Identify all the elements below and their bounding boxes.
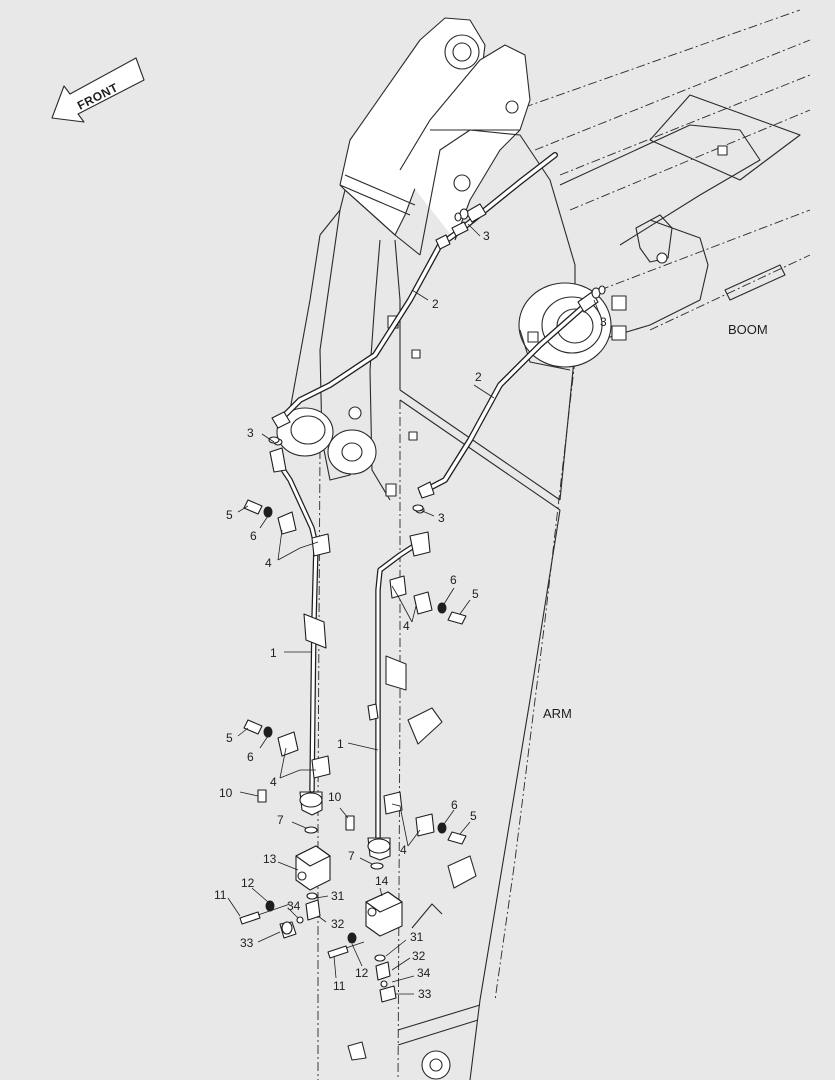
callout-32-left: 32 — [331, 917, 345, 931]
callout-34-right: 34 — [417, 966, 431, 980]
callout-6-right-upper: 6 — [450, 573, 457, 587]
boom-label: BOOM — [728, 322, 768, 337]
callout-4-left-upper: 4 — [265, 556, 272, 570]
callout-6-right-lower: 6 — [451, 798, 458, 812]
callout-3-upper: 3 — [483, 229, 490, 243]
callout-3-right: 3 — [438, 511, 445, 525]
callout-1-left: 1 — [270, 646, 277, 660]
callout-4-right-upper: 4 — [403, 619, 410, 633]
bolts-washers — [243, 499, 467, 845]
valve-block-13 — [295, 845, 331, 891]
callout-31-left: 31 — [331, 889, 345, 903]
callout-11-left: 11 — [214, 888, 227, 902]
clamps — [277, 511, 435, 837]
front-arrow: FRONT — [51, 57, 145, 123]
callout-10-right: 10 — [328, 790, 342, 804]
callout-labels: 1 1 2 2 3 3 3 3 4 4 4 4 5 5 5 5 6 6 6 6 … — [214, 229, 607, 1001]
callout-7-right: 7 — [348, 849, 355, 863]
callout-1-right: 1 — [337, 737, 344, 751]
callout-5-left-upper: 5 — [226, 508, 233, 522]
fittings-lower — [279, 892, 397, 1003]
callout-12-left: 12 — [241, 876, 255, 890]
callout-2-right: 2 — [475, 370, 482, 384]
long-bolts — [239, 900, 365, 959]
callout-4-left-lower: 4 — [270, 775, 277, 789]
callout-13: 13 — [263, 852, 277, 866]
callout-7-left: 7 — [277, 813, 284, 827]
pipe-right — [367, 506, 431, 861]
hose-fittings — [271, 203, 606, 499]
callout-12-right: 12 — [355, 966, 369, 980]
callout-5-left-lower: 5 — [226, 731, 233, 745]
callout-14: 14 — [375, 874, 389, 888]
callout-33-right: 33 — [418, 987, 432, 1001]
callout-32-right: 32 — [412, 949, 426, 963]
callout-3-boom: 3 — [600, 315, 607, 329]
callout-6-left-lower: 6 — [247, 750, 254, 764]
o-rings — [268, 436, 424, 870]
hose-left — [277, 152, 558, 423]
callout-33-left: 33 — [240, 936, 254, 950]
hose-right — [419, 305, 585, 495]
callout-3-left: 3 — [247, 426, 254, 440]
callout-31-right: 31 — [410, 930, 424, 944]
callout-4-right-lower: 4 — [400, 843, 407, 857]
boom-structure — [459, 9, 811, 341]
leader-lines — [227, 223, 601, 995]
callout-5-right-upper: 5 — [472, 587, 479, 601]
callout-11-right: 11 — [333, 979, 346, 993]
arm-structure — [276, 17, 627, 1080]
callout-10-left: 10 — [219, 786, 233, 800]
callout-34-left: 34 — [287, 899, 301, 913]
arm-label: ARM — [543, 706, 572, 721]
valve-block-14 — [365, 891, 403, 937]
callout-6-left-upper: 6 — [250, 529, 257, 543]
callout-5-right-lower: 5 — [470, 809, 477, 823]
callout-2-left: 2 — [432, 297, 439, 311]
